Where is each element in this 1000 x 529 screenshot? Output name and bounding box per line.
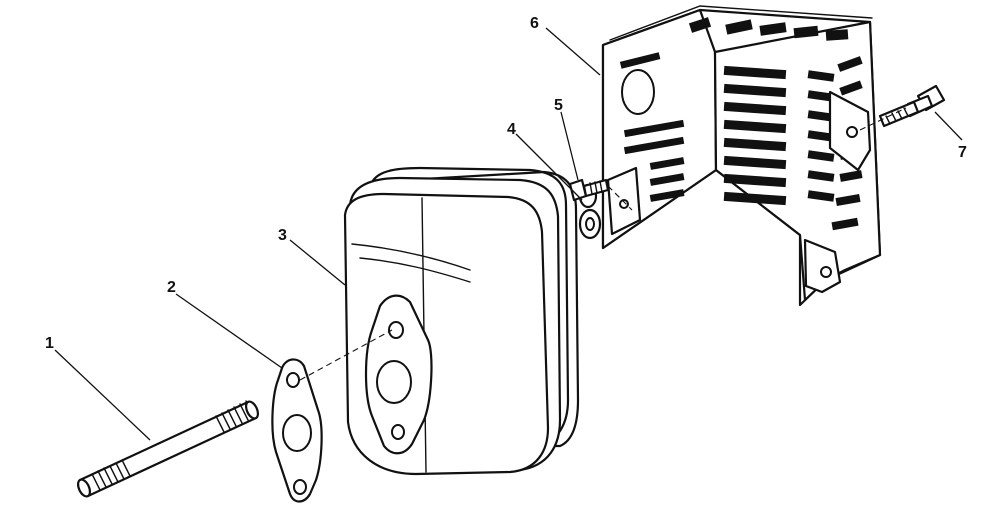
callout-3: 3: [278, 227, 287, 244]
leader-line-3: [289, 239, 346, 286]
bolt: [878, 84, 946, 128]
muffler: [343, 166, 580, 476]
callout-1: 1: [45, 335, 54, 352]
leader-line-5: [560, 111, 579, 181]
gasket: [271, 358, 323, 503]
leader-line-6: [545, 27, 601, 76]
muffler-guard: [601, 5, 882, 307]
alignment-line-gasket: [299, 329, 393, 381]
callout-4: 4: [507, 121, 516, 138]
leader-line-1: [54, 349, 151, 441]
screw: [568, 178, 610, 202]
leader-line-7: [934, 111, 963, 141]
alignment-line-screw: [607, 185, 633, 211]
callout-5: 5: [554, 97, 563, 114]
stud: [76, 400, 260, 498]
leader-line-2: [175, 293, 283, 369]
callout-2: 2: [167, 279, 176, 296]
alignment-line-bolt: [859, 107, 907, 131]
callout-6: 6: [530, 15, 539, 32]
leader-line-4: [515, 133, 583, 201]
callout-7: 7: [958, 144, 967, 161]
